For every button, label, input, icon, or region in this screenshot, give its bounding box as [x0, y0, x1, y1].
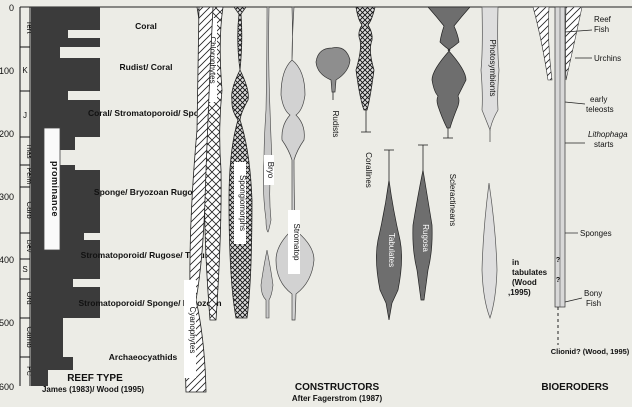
prominence-box: [43, 127, 61, 251]
query-mark: ?: [556, 277, 560, 284]
stromatop-label: Stromatop: [292, 224, 301, 261]
cyanophytes-label-bg: [184, 280, 196, 378]
period-label: K: [22, 66, 28, 75]
scleractineans-label: Scleractineans: [448, 174, 457, 226]
sponges-label: Sponges: [580, 229, 612, 238]
age-tick-300: 300: [0, 192, 14, 202]
chlorophytes-label: Chlorophytes: [208, 36, 217, 83]
reef-fish-range: [532, 6, 553, 81]
period-label: Dev: [25, 240, 32, 253]
stromatop-label-bg: [288, 210, 300, 274]
period-label: Carb: [25, 201, 34, 219]
age-tick-200: 200: [0, 129, 14, 139]
age-tick-400: 400: [0, 255, 14, 265]
reef-type-stromatoporoid-sponge-bryozoan: Stromatoporoid/ Sponge/ Bryozoan: [78, 298, 221, 308]
period-label: J: [23, 111, 27, 120]
reef-type-sponge-bryozoan-rugose: Sponge/ Bryozoan Rugose: [94, 187, 202, 197]
age-tick-500: 500: [0, 318, 14, 328]
rudists-range: [315, 47, 351, 93]
photosymbionts-range: [480, 6, 500, 132]
age-axis: 0 100 200 300 400 500 600: [0, 3, 21, 392]
constructors-title: CONSTRUCTORS: [295, 382, 380, 393]
constructors-group: Chlorophytes Cyanophytes Spongiomorphs B…: [184, 6, 548, 393]
scleractineans-range: [427, 6, 471, 129]
early-teleosts-leader: [564, 101, 586, 105]
reef-type-coral-stromatoporoid-sponge: Coral/ Stromatoporoid/ Sponge: [88, 108, 214, 118]
constructors-credit: After Fagerstrom (1987): [292, 394, 383, 403]
reef-type-stromatoporoid-rugose-tabulate: Stromatoporoid/ Rugose/ Tabulate: [81, 250, 220, 260]
age-tick-600: 600: [0, 382, 14, 392]
query-mark: ?: [556, 257, 560, 264]
corallines-label: Corallines: [364, 152, 373, 188]
period-column: Tert K J Trias Perm Carb Dev S Ord Camb …: [20, 7, 34, 386]
bryo-range-lower: [260, 249, 274, 319]
reef-prominence-profile: [31, 7, 100, 386]
period-label: Camb: [25, 326, 34, 348]
period-label: Perm: [25, 168, 32, 185]
period-label: Trias: [25, 143, 32, 159]
spongiomorphs-label: Spongiomorphs: [238, 175, 247, 231]
bryo-label-bg: [264, 155, 274, 185]
reef-fish-leader: [564, 29, 593, 33]
clionid-note: Clionid? (Wood, 1995): [551, 347, 630, 356]
tabulates-label: Tabulates: [387, 233, 396, 267]
period-label: Tert: [25, 20, 34, 34]
age-tick-0: 0: [9, 3, 14, 13]
photosymbionts-range-lower: [481, 182, 498, 320]
rugosa-label: Rugosa: [421, 224, 430, 252]
period-label: Ord: [25, 291, 34, 304]
period-label: S: [22, 265, 27, 274]
prominence-label: prominance: [50, 161, 60, 217]
rugosa-range: [412, 169, 433, 301]
reef-type-title: REEF TYPE: [67, 373, 123, 384]
urchins-label: Urchins: [594, 54, 621, 63]
stromatop-range: [275, 6, 315, 321]
reef-type-credit: James (1983)/ Wood (1995): [42, 385, 144, 394]
spongiomorphs-label-bg: [234, 162, 246, 244]
bryo-label: Bryo: [266, 162, 275, 179]
reef-type-coral: Coral: [135, 21, 157, 31]
period-label: PC: [25, 366, 32, 376]
age-tick-100: 100: [0, 66, 14, 76]
urchins-range: [565, 6, 583, 81]
bryo-range: [263, 6, 273, 233]
reef-type-archaeocyathids: Archaeocyathids: [109, 352, 178, 362]
rudists-label: Rudists: [331, 111, 340, 138]
corallines-range: [355, 6, 376, 111]
cyanophytes-label: Cyanophytes: [188, 307, 197, 354]
tabulates-range: [376, 179, 402, 321]
bioeroders-title: BIOERODERS: [541, 382, 609, 393]
bony-fish-leader: [564, 297, 583, 303]
reef-type-rudist-coral: Rudist/ Coral: [120, 62, 173, 72]
photosymbionts-label: Photosymbionts: [488, 40, 497, 97]
